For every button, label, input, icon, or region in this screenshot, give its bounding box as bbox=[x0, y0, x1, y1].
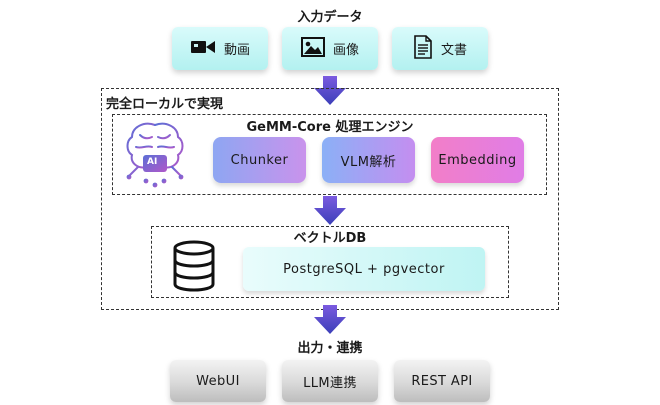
output-title: 出力・連携 bbox=[297, 341, 363, 356]
module-chunker-label: Chunker bbox=[230, 152, 289, 168]
module-vlm: VLM解析 bbox=[322, 137, 415, 183]
flow-arrow-engine bbox=[314, 196, 346, 225]
output-rest-api-label: REST API bbox=[411, 373, 473, 389]
engine-box bbox=[112, 114, 547, 195]
input-image-tile: 画像 bbox=[282, 27, 378, 70]
input-video-tile: 動画 bbox=[172, 27, 268, 70]
flow-arrow-input bbox=[314, 76, 346, 105]
module-vlm-label: VLM解析 bbox=[340, 154, 397, 170]
vector-store: PostgreSQL + pgvector bbox=[243, 247, 485, 291]
module-chunker: Chunker bbox=[213, 137, 306, 183]
vector-store-label: PostgreSQL + pgvector bbox=[283, 261, 445, 277]
module-embedding-label: Embedding bbox=[438, 152, 517, 168]
image-icon bbox=[300, 36, 325, 61]
vector-db-title: ベクトルDB bbox=[293, 231, 367, 246]
engine-title: GeMM-Core 処理エンジン bbox=[246, 120, 414, 135]
output-llm: LLM連携 bbox=[282, 360, 378, 402]
input-image-label: 画像 bbox=[332, 43, 359, 58]
output-llm-label: LLM連携 bbox=[303, 375, 357, 391]
database-icon bbox=[172, 240, 216, 296]
local-title: 完全ローカルで実現 bbox=[106, 97, 224, 112]
vector-db-box bbox=[151, 226, 509, 298]
flow-arrow-output bbox=[314, 305, 346, 334]
video-icon bbox=[190, 37, 216, 61]
ai-chip-label: AI bbox=[147, 157, 158, 167]
document-icon bbox=[413, 34, 433, 63]
module-embedding: Embedding bbox=[431, 137, 524, 183]
output-rest-api: REST API bbox=[394, 360, 490, 402]
input-document-label: 文書 bbox=[440, 43, 467, 58]
ai-brain-icon bbox=[122, 119, 188, 195]
output-webui-label: WebUI bbox=[196, 373, 240, 389]
input-title: 入力データ bbox=[297, 10, 363, 25]
input-document-tile: 文書 bbox=[392, 27, 488, 70]
output-webui: WebUI bbox=[170, 360, 266, 402]
input-video-label: 動画 bbox=[223, 43, 250, 58]
